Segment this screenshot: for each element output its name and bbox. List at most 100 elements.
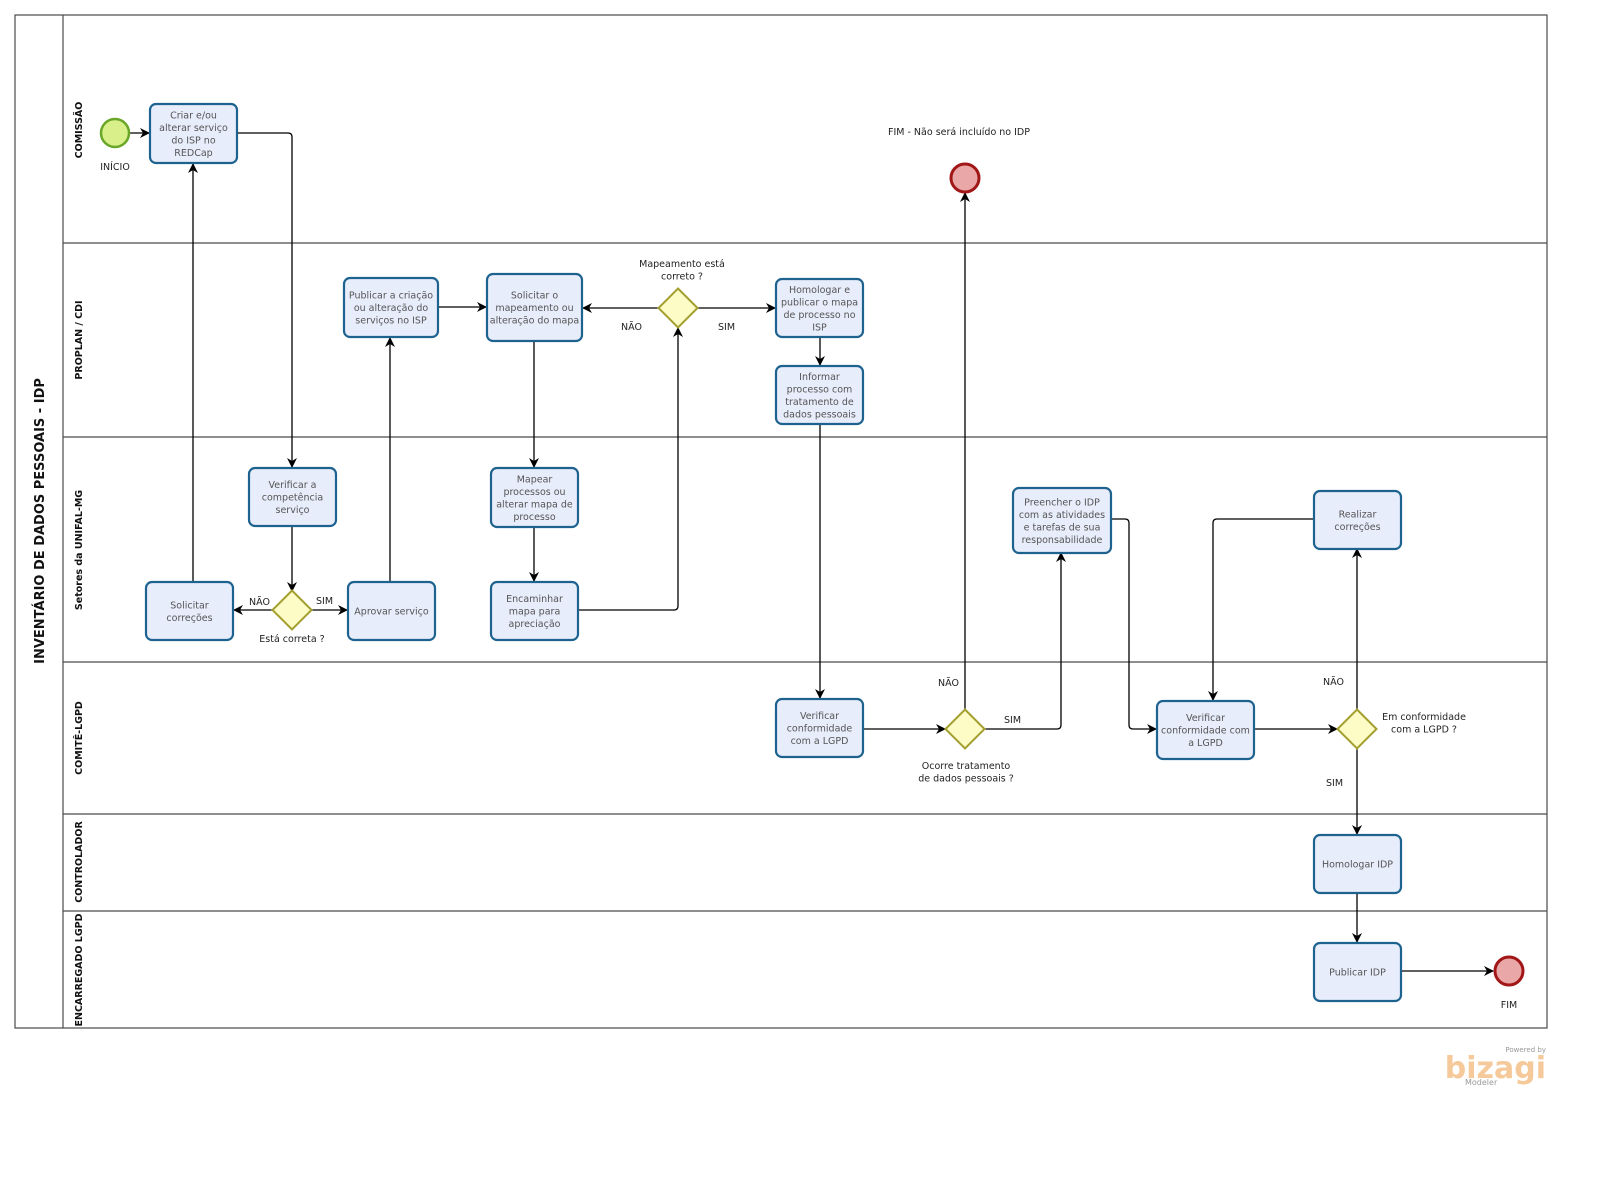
task-label-line: conformidade com <box>1161 726 1250 737</box>
gateway-question-label: Está correta ? <box>259 634 324 645</box>
gateway-question-label: com a LGPD ? <box>1391 725 1457 736</box>
task-box[interactable] <box>148 102 239 165</box>
start-event-label: INÍCIO <box>100 161 130 173</box>
task-label-line: conformidade <box>787 724 853 735</box>
task-label-line: Solicitar <box>170 600 209 611</box>
label-sim: SIM <box>1004 715 1021 726</box>
flow-encaminhar-to-gateway-mapeamento[interactable] <box>578 327 683 611</box>
lane-label-proplan: PROPLAN / CDI <box>74 300 85 379</box>
gateway-diamond[interactable] <box>657 287 699 329</box>
task-label-line: com a LGPD <box>791 736 849 747</box>
task-label-line: Homologar IDP <box>1322 860 1393 871</box>
bizagi-logo: Powered by bizagi Modeler <box>1445 1046 1546 1087</box>
task-box[interactable] <box>346 580 437 642</box>
pool-title: INVENTÁRIO DE DADOS PESSOAIS - IDP <box>32 378 48 664</box>
task-label-line: mapeamento ou <box>495 303 573 314</box>
task-label-line: serviços no ISP <box>355 316 427 327</box>
task-box[interactable] <box>1011 486 1113 555</box>
gateway-diamond[interactable] <box>944 708 986 750</box>
task-label-line: alteração do mapa <box>490 316 579 327</box>
flow-criar-to-verificar-competencia[interactable] <box>237 132 297 468</box>
task-box[interactable] <box>485 272 584 343</box>
gateway-question-label: de dados pessoais ? <box>918 774 1014 785</box>
task-box[interactable] <box>1312 833 1403 895</box>
label-sim: SIM <box>718 322 735 333</box>
label-sim: SIM <box>1326 778 1343 789</box>
gateway-question-label: Mapeamento está <box>639 259 725 270</box>
flow-realizar-correcoes-to-verificar-2[interactable] <box>1208 518 1313 701</box>
task-box[interactable] <box>1155 699 1256 761</box>
task-publicar-idp[interactable]: Publicar IDP <box>1312 941 1403 1003</box>
gateway-diamond[interactable] <box>1336 708 1378 750</box>
task-label-line: Preencher o IDP <box>1024 497 1100 508</box>
task-label-line: processos ou <box>503 487 565 498</box>
task-box[interactable] <box>144 580 235 642</box>
gateway-diamond[interactable] <box>271 589 313 631</box>
task-box[interactable] <box>489 466 580 529</box>
gateway-question-label: Ocorre tratamento <box>922 761 1011 772</box>
task-label-line: processo com <box>787 384 853 395</box>
task-box[interactable] <box>774 364 865 426</box>
task-homologar-idp[interactable]: Homologar IDP <box>1312 833 1403 895</box>
task-label-line: Verificar <box>800 711 839 722</box>
task-label-line: REDCap <box>174 148 212 159</box>
flow-preencher-to-verificar-conformidade-2[interactable] <box>1111 518 1157 734</box>
task-label-line: correções <box>166 613 212 624</box>
gateway-ocorre-tratamento[interactable] <box>944 708 986 750</box>
task-label-line: responsabilidade <box>1022 535 1103 546</box>
task-label-line: Publicar IDP <box>1329 968 1386 979</box>
task-label-line: Verificar <box>1186 713 1225 724</box>
pool: INVENTÁRIO DE DADOS PESSOAIS - IDP COMIS… <box>14 14 1548 1029</box>
task-box[interactable] <box>1312 489 1403 551</box>
task-label-line: serviço <box>276 505 310 516</box>
task-label-line: publicar o mapa <box>781 297 858 308</box>
start-event[interactable] <box>99 117 131 149</box>
task-label-line: apreciação <box>509 619 561 630</box>
end-event[interactable] <box>1493 955 1525 987</box>
task-label-line: Solicitar o <box>511 291 558 302</box>
task-label-line: e tarefas de sua <box>1024 522 1101 533</box>
lane-label-encarregado: ENCARREGADO LGPD <box>74 913 85 1026</box>
label-nao: NÃO <box>249 597 270 608</box>
task-solicitar-correcoes[interactable]: Solicitar correções <box>144 580 235 642</box>
lane-label-comite: COMITÊ-LGPD <box>73 701 85 775</box>
task-label-line: Publicar a criação <box>349 291 433 302</box>
brand-product: Modeler <box>1465 1078 1498 1087</box>
gateway-esta-correta[interactable] <box>271 589 313 631</box>
task-label-line: a LGPD <box>1188 738 1223 749</box>
label-nao: NÃO <box>938 678 959 689</box>
task-box[interactable] <box>342 276 440 339</box>
task-aprovar-servico[interactable]: Aprovar serviço <box>346 580 437 642</box>
task-box[interactable] <box>774 277 865 339</box>
flow-gateway-sim-to-preencher-idp[interactable] <box>984 552 1066 730</box>
lane-label-comissao: COMISSÃO <box>74 102 85 159</box>
task-label-line: alterar mapa de <box>496 499 573 510</box>
task-label-line: Mapear <box>517 474 553 485</box>
task-label-line: Verificar a <box>269 480 317 491</box>
task-box[interactable] <box>489 580 580 642</box>
gateway-em-conformidade[interactable] <box>1336 708 1378 750</box>
task-label-line: mapa para <box>509 607 561 618</box>
powered-by-text: Powered by <box>1505 1046 1546 1054</box>
task-box[interactable] <box>1312 941 1403 1003</box>
gateway-question-label: correto ? <box>661 272 703 283</box>
task-box[interactable] <box>247 466 338 528</box>
end-event-excluded[interactable] <box>949 162 981 194</box>
task-box[interactable] <box>774 697 865 759</box>
gateway-mapeamento-correto[interactable] <box>657 287 699 329</box>
task-label-line: Homologar e <box>789 285 850 296</box>
pool-border <box>14 14 1548 1029</box>
